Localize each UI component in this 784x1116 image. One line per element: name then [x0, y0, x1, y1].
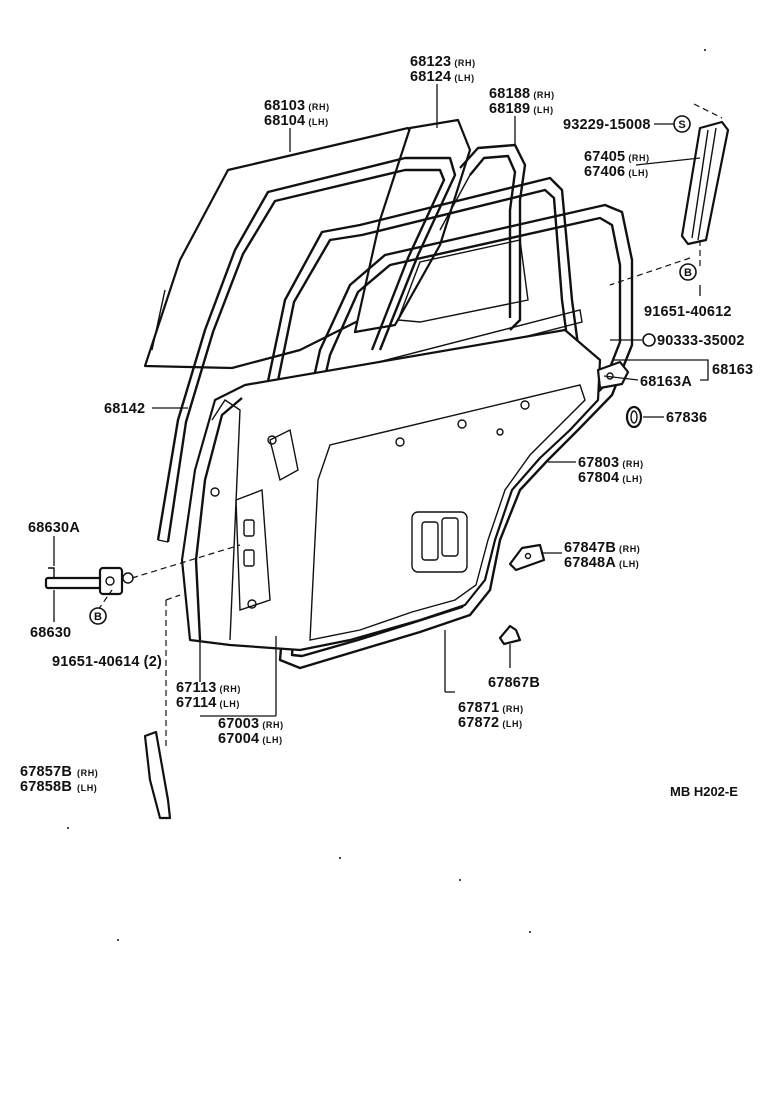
label-67836: 67836	[666, 410, 707, 426]
symbol-washer	[642, 333, 656, 347]
glass-run	[156, 156, 457, 541]
label-67867B: 67867B	[488, 675, 540, 691]
label-67004: 67004(LH)	[218, 731, 283, 747]
label-67003: 67003(RH)	[218, 716, 284, 732]
label-68142: 68142	[104, 401, 145, 417]
label-67872: 67872(LH)	[458, 715, 523, 731]
label-68124: 68124(LH)	[410, 69, 475, 85]
hole-plug	[625, 405, 643, 429]
rear-run-channel	[459, 143, 527, 331]
svg-text:B: B	[94, 611, 102, 623]
inner-weatherstrip	[260, 176, 582, 411]
front-door-seal	[194, 397, 243, 641]
door-panel	[180, 328, 602, 652]
label-67803: 67803(RH)	[578, 455, 644, 471]
label-67847B: 67847B(RH)	[564, 540, 640, 556]
label-93229-15008: 93229-15008	[563, 117, 651, 133]
frame-moulding	[680, 120, 730, 246]
label-91651-40612: 91651-40612	[644, 304, 732, 320]
svg-text:B: B	[684, 267, 692, 279]
label-68103: 68103(RH)	[264, 98, 330, 114]
label-67804: 67804(LH)	[578, 470, 643, 486]
label-68630: 68630	[30, 625, 71, 641]
lower-moulding	[143, 730, 172, 820]
label-67113: 67113(RH)	[176, 680, 241, 696]
label-68189: 68189(LH)	[489, 101, 554, 117]
label-67858B: 67858B(LH)	[20, 779, 97, 795]
svg-text:S: S	[678, 119, 685, 131]
label-68123: 68123(RH)	[410, 54, 476, 70]
label-68188: 68188(RH)	[489, 86, 555, 102]
label-68163: 68163	[712, 362, 753, 378]
label-91651-40614: 91651-40614(2)	[52, 654, 162, 670]
label-68163A: 68163A	[640, 374, 692, 390]
label-68104: 68104(LH)	[264, 113, 329, 129]
symbol-b-lower: B	[89, 607, 107, 625]
label-67857B: 67857B(RH)	[20, 764, 98, 780]
symbol-s: S	[673, 115, 691, 133]
label-67405: 67405(RH)	[584, 149, 650, 165]
label-68630A: 68630A	[28, 520, 80, 536]
label-90333-35002: 90333-35002	[657, 333, 745, 349]
door-hinge	[44, 566, 134, 596]
label-67871: 67871(RH)	[458, 700, 524, 716]
trim-clip	[498, 624, 522, 646]
symbol-b-upper: B	[679, 263, 697, 281]
label-67848A: 67848A(LH)	[564, 555, 639, 571]
label-67406: 67406(LH)	[584, 164, 649, 180]
door-check	[596, 360, 630, 390]
label-67114: 67114(LH)	[176, 695, 240, 711]
diagram-reference: MB H202-E	[670, 784, 738, 799]
service-hole	[411, 511, 468, 573]
